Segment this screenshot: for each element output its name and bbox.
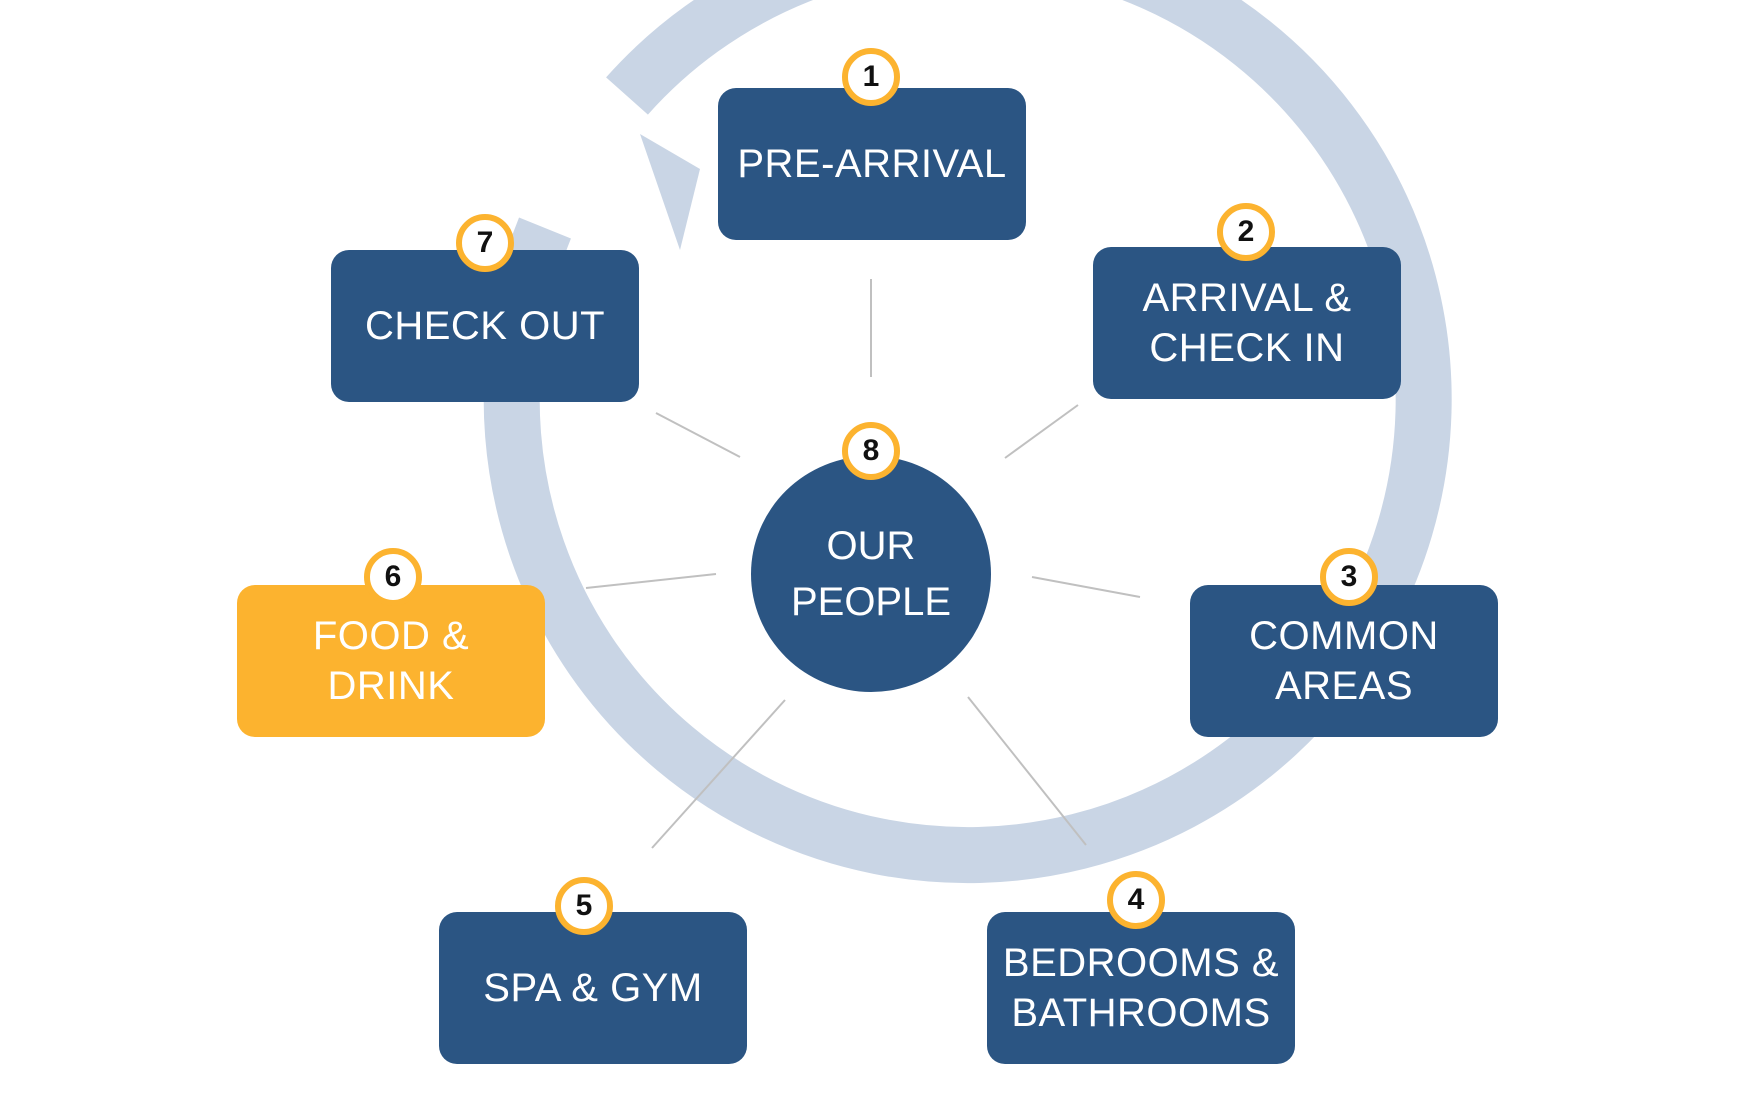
stage-label: BEDROOMS & BATHROOMS (1002, 941, 1280, 1035)
stage-label: CHECK OUT (364, 304, 606, 348)
stage-label: PRE-ARRIVAL (737, 142, 1007, 186)
stage-label: COMMON AREAS (1249, 614, 1439, 708)
stage-number-badge: 4 (1107, 871, 1165, 929)
spoke-4 (967, 696, 1087, 846)
center-label: OUR PEOPLE (790, 524, 952, 624)
stage-number-badge: 1 (842, 48, 900, 106)
center-number-badge: 8 (842, 422, 900, 480)
stage-box-spa-gym[interactable]: SPA & GYM (439, 912, 747, 1064)
stage-number-badge: 2 (1217, 203, 1275, 261)
stage-label: ARRIVAL & CHECK IN (1142, 276, 1352, 370)
stage-box-pre-arrival[interactable]: PRE-ARRIVAL (718, 88, 1026, 240)
spoke-6 (585, 573, 717, 589)
stage-label: SPA & GYM (483, 966, 703, 1010)
stage-box-food-drink[interactable]: FOOD & DRINK (237, 585, 545, 737)
stage-label: FOOD & DRINK (312, 614, 470, 708)
spokes (585, 279, 1141, 849)
cycle-arrowhead (640, 134, 700, 250)
stage-number-badge: 6 (364, 548, 422, 606)
stage-number-badge: 7 (456, 214, 514, 272)
spoke-2 (1004, 404, 1079, 459)
spoke-5 (651, 699, 786, 849)
center-circle-our-people[interactable]: OUR PEOPLE (751, 456, 991, 692)
stage-box-arrival-check-in[interactable]: ARRIVAL & CHECK IN (1093, 247, 1401, 399)
stage-number-badge: 3 (1320, 548, 1378, 606)
spoke-7 (655, 412, 741, 458)
stage-box-common-areas[interactable]: COMMON AREAS (1190, 585, 1498, 737)
spoke-3 (1031, 576, 1141, 598)
stage-number-badge: 5 (555, 877, 613, 935)
stage-box-check-out[interactable]: CHECK OUT (331, 250, 639, 402)
stage-box-bedrooms-bathrooms[interactable]: BEDROOMS & BATHROOMS (987, 912, 1295, 1064)
